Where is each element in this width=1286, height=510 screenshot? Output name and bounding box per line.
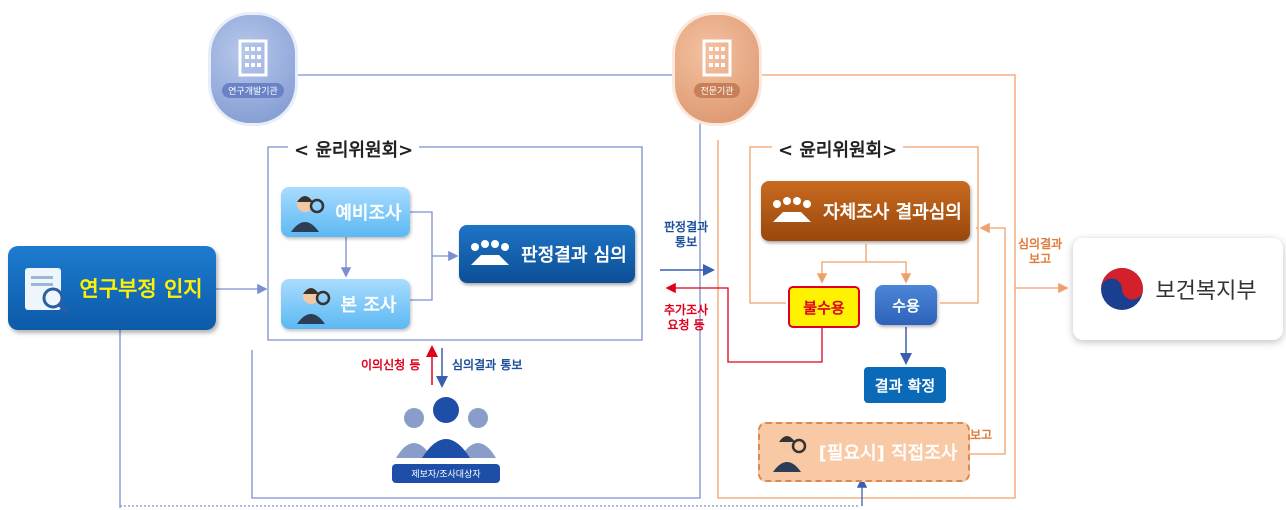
meeting-icon bbox=[471, 240, 510, 265]
self-investigation-review-label: 자체조사 결과심의 bbox=[823, 202, 962, 223]
meeting-icon bbox=[773, 197, 812, 222]
accept-box: 수용 bbox=[875, 285, 937, 325]
ministry-label: 보건복지부 bbox=[1155, 279, 1257, 304]
direct-investigation-box: [필요시] 직접조사 bbox=[758, 422, 970, 482]
document-search-icon bbox=[25, 268, 69, 314]
main-investigation-label: 본 조사 bbox=[340, 295, 397, 316]
investigator-icon bbox=[772, 436, 806, 472]
building-icon bbox=[238, 39, 268, 77]
investigator-icon bbox=[291, 196, 325, 232]
review-notice-label: 심의결과 통보 bbox=[452, 358, 523, 372]
committee-heading-right: < 윤리위원회> bbox=[772, 136, 904, 162]
judgment-review-box: 판정결과 심의 bbox=[459, 225, 635, 283]
people-icon bbox=[396, 397, 496, 458]
preliminary-investigation-label: 예비조사 bbox=[335, 203, 402, 224]
research-misconduct-box: 연구부정 인지 bbox=[8, 246, 216, 330]
expert-institution-label: 전문기관 bbox=[694, 83, 740, 98]
informant-label: 제보자/조사대상자 bbox=[392, 464, 500, 483]
result-confirmed-box: 결과 확정 bbox=[864, 367, 946, 403]
investigator-icon bbox=[296, 288, 330, 324]
self-investigation-review-box: 자체조사 결과심의 bbox=[761, 181, 970, 241]
research-institution-label: 연구개발기관 bbox=[222, 83, 284, 98]
ministry-box: 보건복지부 bbox=[1073, 238, 1283, 340]
direct-investigation-label: [필요시] 직접조사 bbox=[818, 443, 958, 464]
main-investigation-box: 본 조사 bbox=[281, 279, 410, 329]
judgment-review-label: 판정결과 심의 bbox=[521, 245, 627, 266]
reject-box: 불수용 bbox=[788, 286, 860, 328]
expert-institution-node: 전문기관 bbox=[672, 12, 762, 126]
report-label: 보고 bbox=[970, 428, 993, 442]
informant-group: 제보자/조사대상자 bbox=[392, 392, 500, 484]
preliminary-investigation-box: 예비조사 bbox=[281, 187, 410, 237]
objection-label: 이의신청 등 bbox=[361, 358, 421, 372]
taegeuk-emblem-icon bbox=[1101, 268, 1144, 310]
research-misconduct-label: 연구부정 인지 bbox=[79, 277, 203, 301]
committee-heading-left: < 윤리위원회> bbox=[288, 136, 420, 162]
building-icon bbox=[702, 39, 732, 77]
research-institution-node: 연구개발기관 bbox=[208, 12, 298, 126]
